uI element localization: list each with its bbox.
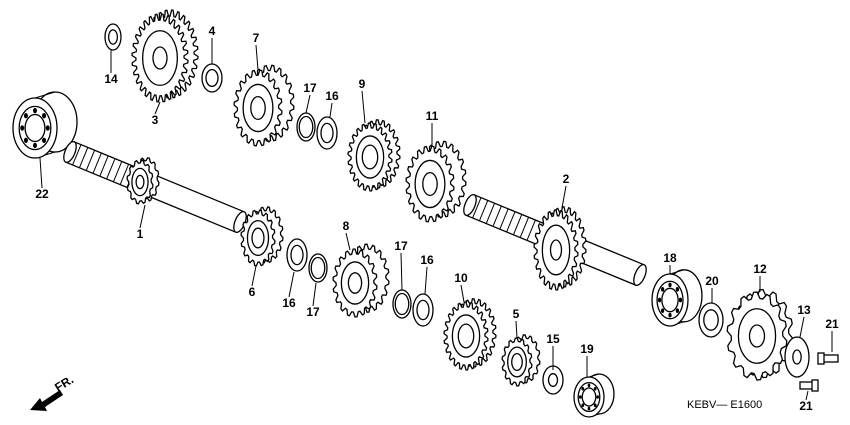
gear-10 [443, 298, 497, 371]
part-label-p18: 18 [663, 251, 677, 265]
part-label-p7: 7 [253, 31, 260, 45]
part-label-p16b: 16 [282, 296, 296, 310]
part-label-p5: 5 [513, 307, 520, 321]
leader-p22 [39, 157, 43, 189]
part-label-p22: 22 [35, 187, 49, 201]
circlip-17a [296, 112, 316, 142]
gear-3 [131, 9, 199, 103]
leader-p6 [251, 265, 257, 287]
sprocket-12 [726, 288, 794, 381]
diagram-code: KEBV— E1600 [687, 399, 762, 411]
leader-p3 [154, 101, 161, 115]
part-label-p16a: 16 [325, 89, 339, 103]
fr-label: FR. [52, 372, 76, 394]
leader-p9 [361, 90, 366, 124]
part-label-p20: 20 [705, 274, 719, 288]
washer-16a [316, 116, 338, 150]
part-label-p13: 13 [797, 303, 811, 317]
part-labels: 1234567891011121314151616161717171819202… [35, 24, 839, 413]
gear-8 [332, 243, 390, 318]
bearing-19 [573, 373, 615, 418]
part-label-p1: 1 [137, 227, 144, 241]
part-label-p17b: 17 [306, 305, 320, 319]
leader-p8 [345, 232, 351, 251]
part-label-p2: 2 [563, 172, 570, 186]
part-label-p3: 3 [152, 113, 159, 127]
bearing-18 [651, 269, 703, 327]
leader-p7 [255, 44, 259, 71]
leader-p16c [424, 266, 428, 295]
leader-p1 [139, 204, 146, 229]
leader-p17a [305, 94, 311, 114]
leader-p17b [312, 282, 317, 307]
washer-14 [104, 23, 122, 51]
part-label-p6: 6 [249, 285, 256, 299]
washer-16c [412, 293, 434, 327]
part-label-p12: 12 [753, 262, 767, 276]
part-label-p21a: 21 [825, 317, 839, 331]
circlip-17c [392, 289, 412, 319]
part-label-p19: 19 [580, 342, 594, 356]
part-label-p8: 8 [343, 219, 350, 233]
part-label-p11: 11 [426, 109, 439, 123]
leader-p17c [400, 252, 403, 291]
gear-5 [501, 334, 541, 387]
fr-arrow-icon [30, 390, 63, 411]
bearing-22 [12, 91, 78, 159]
leader-p13 [799, 316, 805, 338]
leader-lines [39, 38, 833, 401]
leader-p16a [329, 102, 333, 118]
gear-7 [233, 64, 295, 147]
gear-11 [405, 140, 467, 223]
leader-p16b [288, 271, 295, 298]
part-label-p10: 10 [454, 271, 468, 285]
part-label-p4: 4 [209, 24, 216, 38]
leader-p10 [460, 284, 465, 303]
bolt-21a [817, 352, 839, 365]
gear-6 [240, 206, 284, 267]
part-label-p21b: 21 [799, 399, 813, 413]
bushing-4 [201, 63, 223, 93]
plate-13 [784, 336, 810, 378]
part-label-p15: 15 [546, 332, 560, 346]
gear-shaft-2 [533, 206, 587, 291]
part-label-p16c: 16 [420, 253, 434, 267]
washer-15 [542, 365, 564, 395]
gear-9 [347, 119, 401, 192]
seal-20 [698, 302, 724, 338]
gear-shaft-1 [126, 157, 160, 205]
bolt-21b [799, 379, 819, 392]
leader-p2 [561, 185, 567, 209]
circlip-17b [308, 253, 328, 283]
parts-layer [12, 9, 839, 418]
part-label-p17a: 17 [303, 81, 317, 95]
part-label-p9: 9 [359, 77, 366, 91]
fr-direction-arrow: FR. [30, 372, 76, 411]
part-label-p14: 14 [104, 72, 118, 86]
leader-p5 [515, 320, 518, 339]
leader-p21b [805, 390, 809, 401]
part-label-p17c: 17 [394, 239, 408, 253]
washer-16b [286, 238, 308, 272]
